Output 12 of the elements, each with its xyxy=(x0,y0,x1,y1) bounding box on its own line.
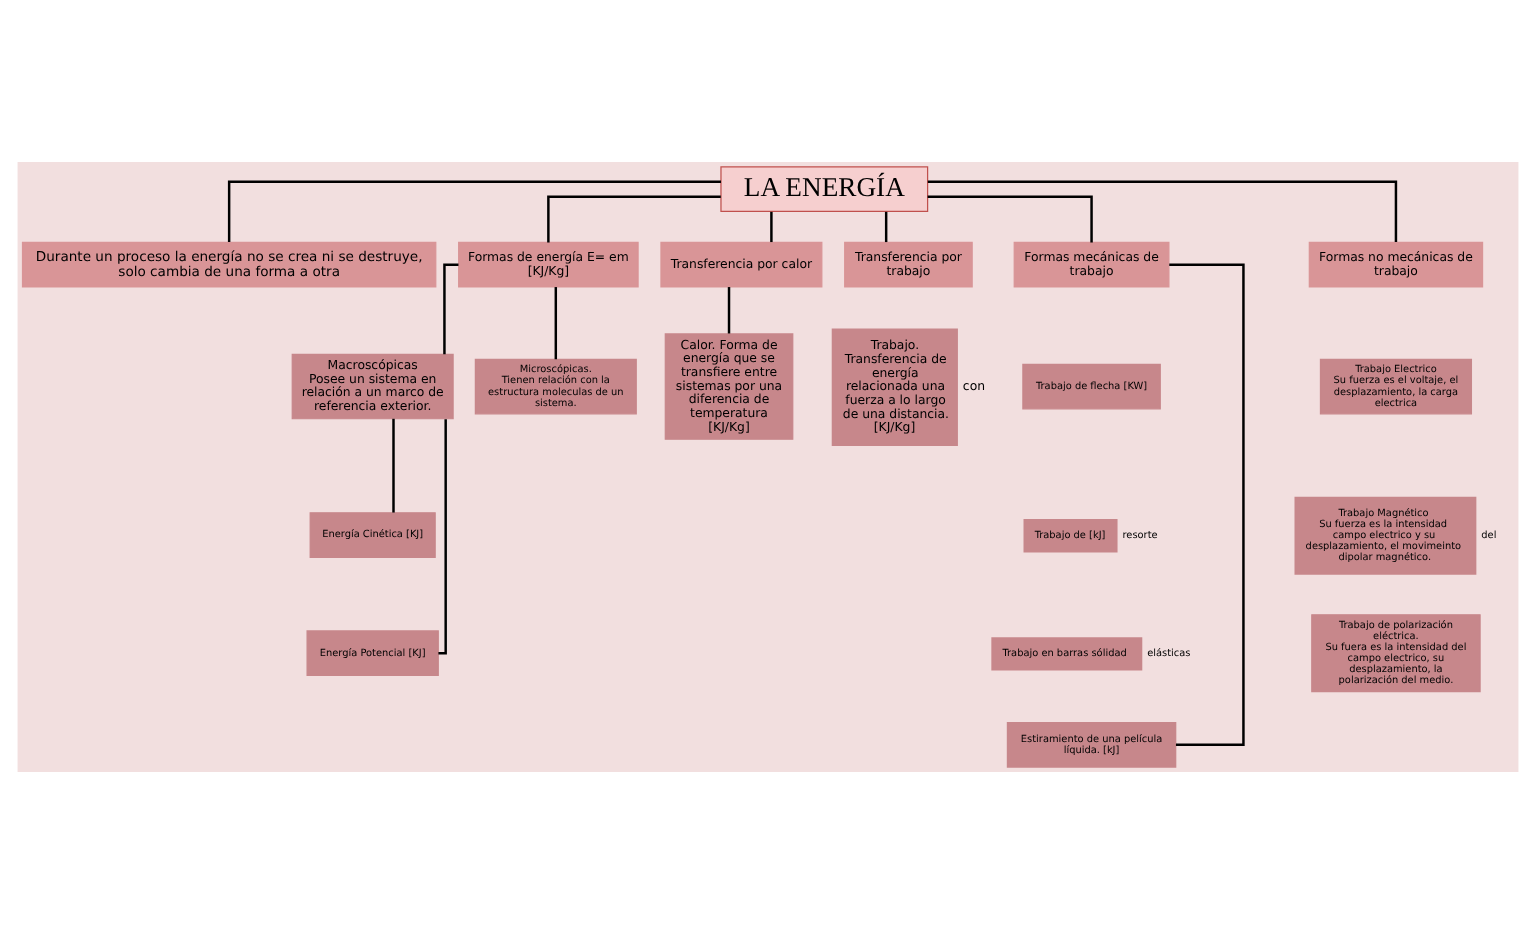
connector xyxy=(884,210,888,242)
connector xyxy=(227,179,721,242)
connector xyxy=(554,286,558,359)
connector xyxy=(927,194,1093,242)
node-box: LA ENERGÍA xyxy=(720,165,929,212)
connector xyxy=(392,417,395,512)
connector xyxy=(547,194,721,242)
connector xyxy=(927,179,1398,242)
connector xyxy=(1169,262,1245,745)
connector xyxy=(770,210,773,242)
connector xyxy=(443,262,459,354)
connector xyxy=(727,286,731,333)
